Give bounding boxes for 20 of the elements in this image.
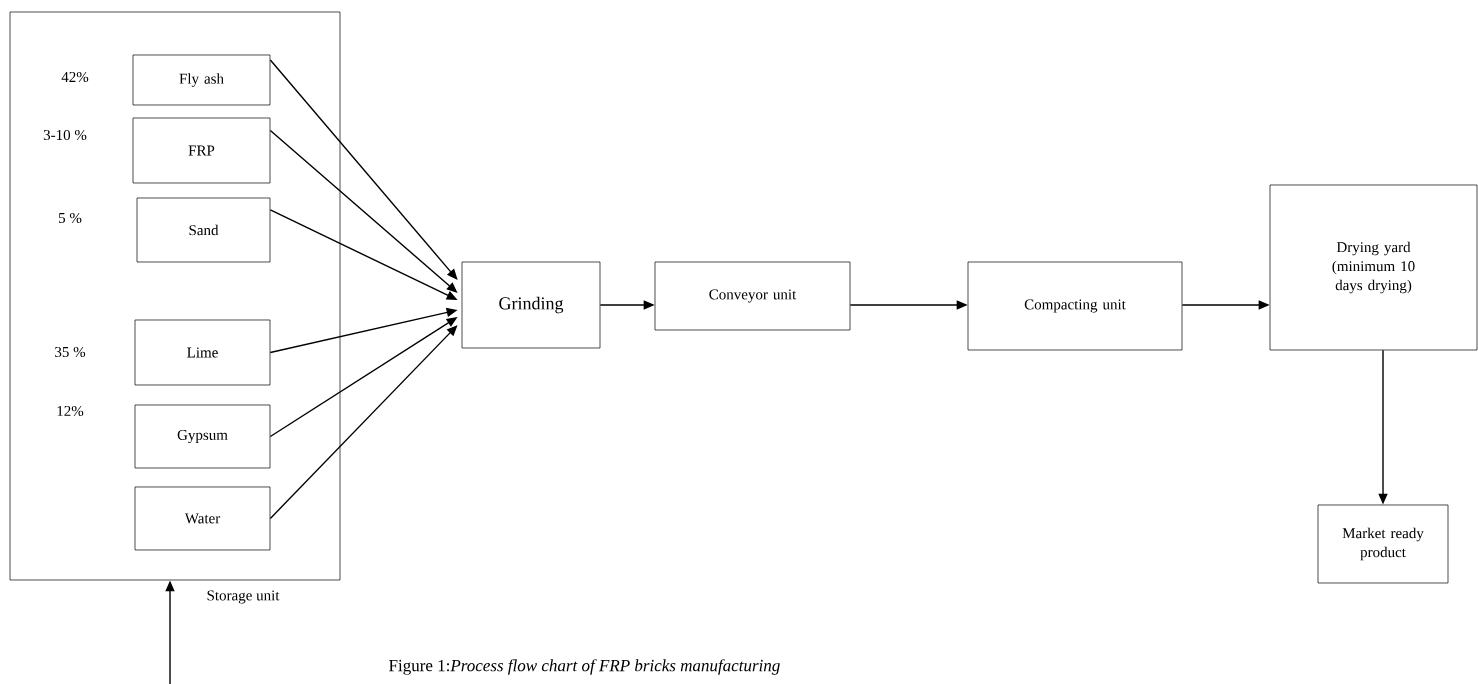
material-box: FRP xyxy=(132,117,271,184)
percentage-label: 5 % xyxy=(59,212,82,224)
material-box: Gypsum xyxy=(134,404,271,469)
percentage-label: 35 % xyxy=(55,346,86,358)
arrow xyxy=(269,325,458,520)
process-box: Grinding xyxy=(461,261,601,349)
process-box: Drying yard (minimum 10 days drying) xyxy=(1269,184,1478,351)
arrow xyxy=(269,59,458,280)
percentage-label: 42% xyxy=(61,71,89,83)
percentage-label: 12% xyxy=(57,405,84,417)
percentage-label: 3-10 % xyxy=(43,129,87,141)
box-label: Storage unit xyxy=(207,590,280,604)
material-box: Lime xyxy=(134,319,271,386)
output-box: Market ready product xyxy=(1317,504,1449,584)
material-box: Water xyxy=(134,486,271,551)
process-box: Compacting unit xyxy=(967,261,1183,351)
material-box: Sand xyxy=(136,197,271,263)
process-box: Conveyor unit xyxy=(654,261,851,331)
figure-caption: Figure 1:Process flow chart of FRP bricks manufacturing xyxy=(389,659,780,675)
material-box: Fly ash xyxy=(132,54,271,106)
